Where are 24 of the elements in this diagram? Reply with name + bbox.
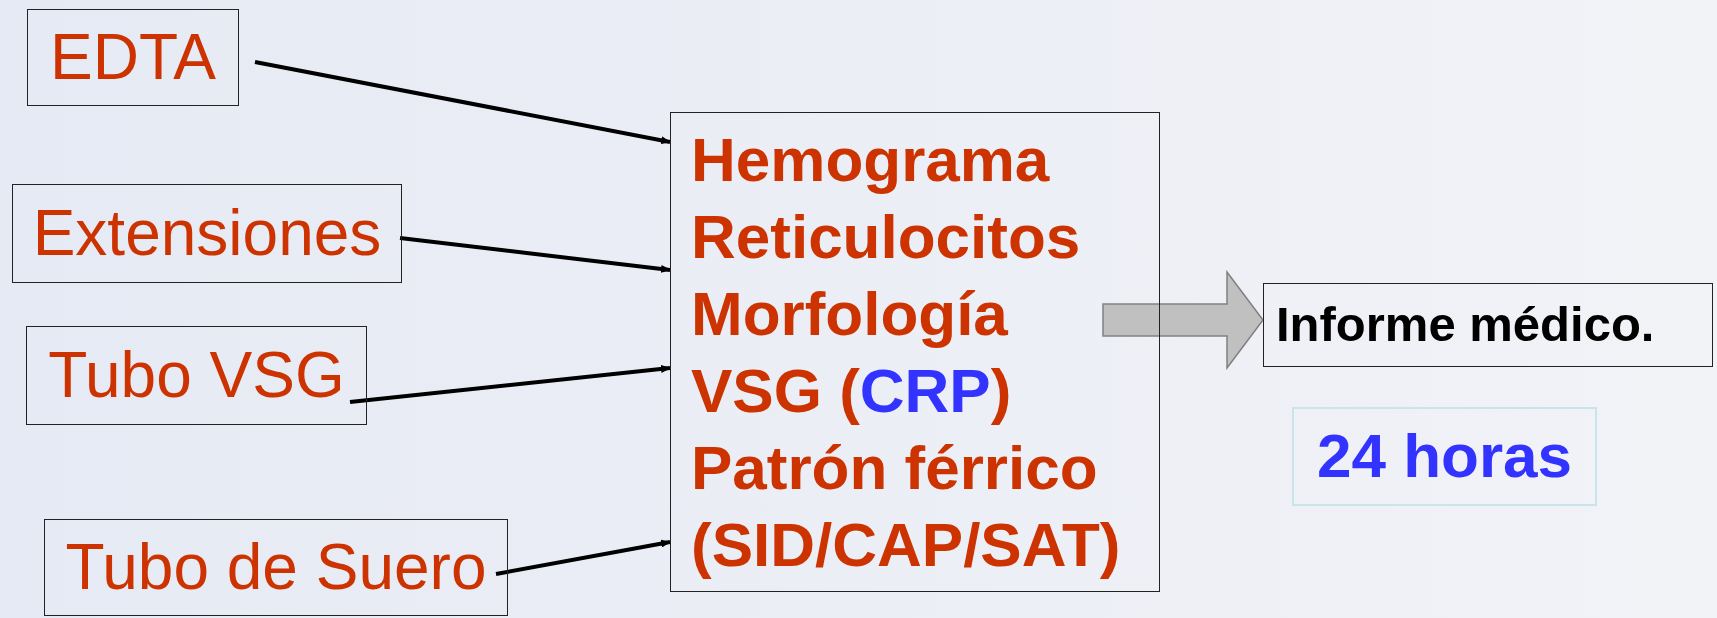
text-box (1292, 407, 1597, 506)
box-text: Hemograma (691, 124, 1050, 196)
box-text: Reticulocitos (691, 201, 1081, 273)
arrow (495, 539, 671, 576)
text-box (1263, 283, 1713, 367)
text-box (12, 184, 402, 283)
text-box (26, 326, 367, 425)
text-box (670, 112, 1160, 592)
box-text: 24 horas (1317, 422, 1572, 491)
text-box (44, 519, 508, 616)
box-text: Tubo de Suero (65, 532, 487, 603)
box-text: VSG (CRP) (691, 355, 1012, 427)
block-arrow (1102, 269, 1264, 371)
arrow (349, 364, 671, 404)
box-text: Extensiones (32, 198, 382, 269)
arrow (399, 236, 671, 273)
box-text: Tubo VSG (48, 340, 345, 411)
box-text: Informe médico. (1276, 298, 1655, 352)
arrow (254, 60, 671, 145)
text-box (27, 9, 239, 106)
box-text: (SID/CAP/SAT) (691, 509, 1121, 581)
box-text: Morfología (691, 278, 1008, 350)
box-text: EDTA (50, 22, 216, 93)
box-text: Patrón férrico (691, 432, 1098, 504)
